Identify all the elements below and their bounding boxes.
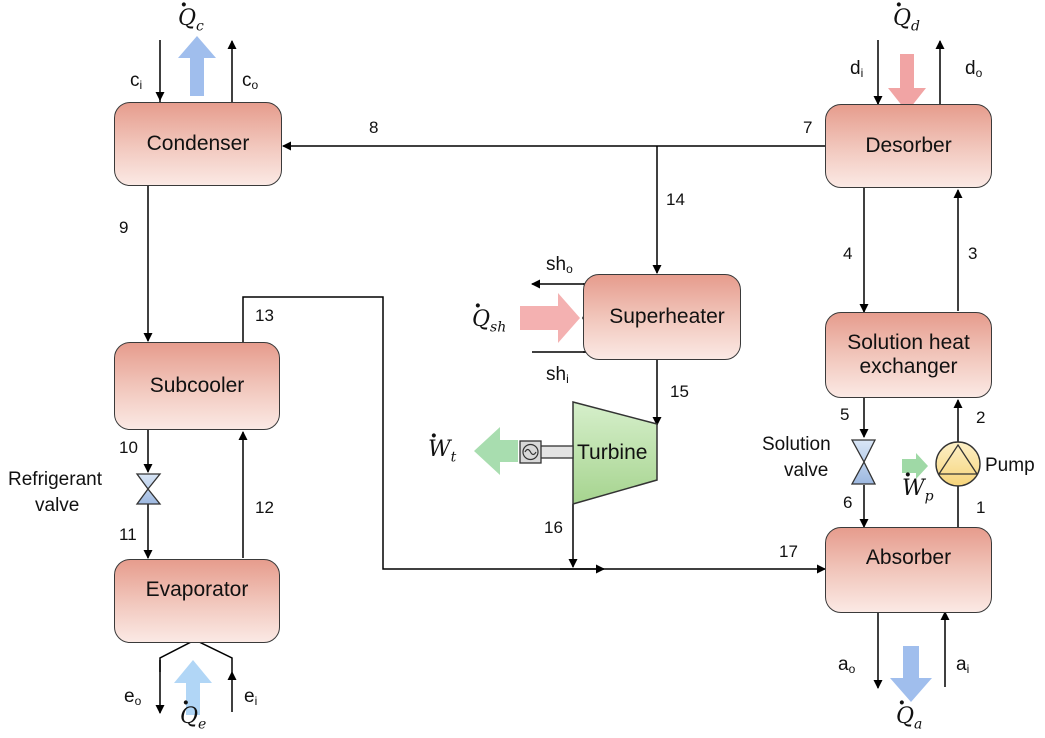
solution-valve-label-1: Solution	[762, 434, 831, 455]
evaporator-label: Evaporator	[145, 578, 249, 601]
state-point-1: 1	[976, 498, 986, 517]
state-point-16: 16	[544, 518, 563, 537]
state-point-3: 3	[968, 244, 978, 263]
q-sh-symbol: Qsh	[472, 307, 506, 335]
state-point-12: 12	[255, 498, 274, 517]
state-point-14: 14	[666, 190, 685, 209]
q-a-symbol: Qa	[896, 704, 922, 732]
sh-in-label: shi	[546, 364, 569, 386]
state-point-2: 2	[976, 408, 986, 427]
c-in-label: ci	[130, 70, 143, 92]
flow-lines	[143, 141, 963, 574]
desorber-label: Desorber	[865, 133, 952, 157]
heat-in-evaporator-arrow	[174, 660, 212, 715]
heat-in-superheater-arrow	[520, 293, 580, 343]
work-out-turbine-arrow	[474, 427, 518, 475]
desorber-box[interactable]: Desorber	[825, 104, 992, 188]
state-point-17: 17	[779, 542, 798, 561]
state-point-15: 15	[670, 382, 689, 401]
heat-out-absorber-arrow	[890, 646, 932, 702]
d-in-label: di	[850, 58, 864, 80]
state-point-4: 4	[843, 244, 853, 263]
pump-icon	[935, 441, 981, 487]
heat-out-condenser-arrow	[178, 36, 216, 96]
solution-valve-label-2: valve	[784, 460, 829, 481]
condenser-box[interactable]: Condenser	[114, 102, 282, 186]
q-d-symbol: Qd	[893, 6, 920, 34]
w-p-symbol: Wp	[902, 476, 934, 504]
refrigerant-valve-label-1: Refrigerant	[8, 469, 102, 490]
turbine-body	[572, 401, 658, 505]
c-out-label: co	[242, 70, 259, 92]
e-out-label: eo	[124, 686, 142, 708]
w-t-symbol: Wt	[428, 437, 456, 465]
state-point-5: 5	[840, 405, 850, 424]
absorber-box[interactable]: Absorber	[825, 527, 992, 613]
subcooler-label: Subcooler	[149, 373, 245, 397]
heat-in-desorber-arrow	[888, 54, 926, 112]
state-point-11: 11	[119, 525, 137, 544]
subcooler-box[interactable]: Subcooler	[114, 342, 280, 430]
state-point-10: 10	[119, 438, 138, 457]
turbine-shaft	[539, 445, 574, 459]
d-out-label: do	[965, 58, 983, 80]
pump-label: Pump	[985, 455, 1035, 476]
absorber-label: Absorber	[865, 546, 952, 569]
shx-label-line2: exchanger	[859, 355, 958, 378]
state-point-8: 8	[369, 118, 379, 137]
state-point-6: 6	[843, 493, 853, 512]
a-in-label: ai	[956, 654, 970, 676]
evaporator-box[interactable]: Evaporator	[114, 559, 280, 643]
state-point-13: 13	[255, 306, 274, 325]
turbine-label: Turbine	[577, 441, 648, 464]
e-in-label: ei	[244, 686, 258, 708]
stream-13-line	[242, 296, 600, 570]
a-out-label: ao	[838, 654, 856, 676]
superheater-box[interactable]: Superheater	[583, 274, 741, 360]
state-point-7: 7	[803, 118, 813, 137]
q-c-symbol: Qc	[178, 6, 204, 34]
q-e-symbol: Qe	[180, 704, 206, 732]
solution-valve-icon	[850, 439, 877, 485]
refrigerant-valve-icon	[135, 473, 162, 505]
sh-out-label: sho	[546, 254, 573, 276]
superheater-label: Superheater	[609, 304, 725, 328]
condenser-label: Condenser	[146, 131, 250, 155]
refrigerant-valve-label-2: valve	[35, 495, 80, 516]
state-point-9: 9	[119, 218, 129, 237]
shx-label-line1: Solution heat	[847, 330, 970, 354]
